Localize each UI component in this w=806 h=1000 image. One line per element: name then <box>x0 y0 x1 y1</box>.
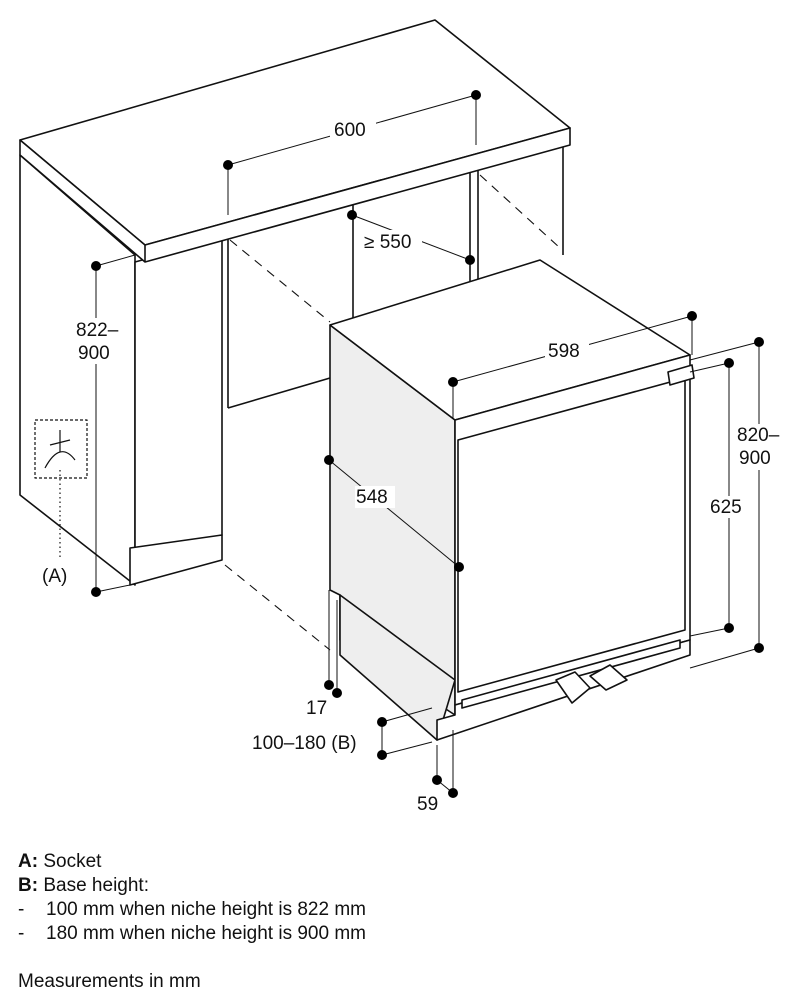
dimension-dots <box>91 90 764 798</box>
socket-icon <box>34 419 88 560</box>
installation-diagram: 600 ≥ 550 822– 900 (A) 598 548 820– 900 … <box>19 19 780 815</box>
niche-height-label: 822– <box>76 320 119 341</box>
guide-lines <box>224 174 561 651</box>
base-height-label: 100–180 (B) <box>252 733 357 754</box>
plinth-setback-label: 59 <box>417 794 438 815</box>
appliance-width-label: 598 <box>548 341 580 362</box>
appliance-depth-label: 548 <box>356 487 388 508</box>
legend-a: A: Socket <box>18 850 366 874</box>
countertop-width-label: 600 <box>334 120 366 141</box>
dimension-lines <box>95 94 760 794</box>
units-note: Measurements in mm <box>18 971 201 992</box>
legend-item: -100 mm when niche height is 822 mm <box>18 898 366 922</box>
legend-item-text: 100 mm when niche height is 822 mm <box>46 899 366 920</box>
socket-label: (A) <box>42 566 67 587</box>
appliance <box>329 259 695 741</box>
side-gap-label: 17 <box>306 698 327 719</box>
appliance-height-label-2: 900 <box>739 448 771 469</box>
door-height-label: 625 <box>710 497 742 518</box>
legend-a-key: A: <box>18 851 39 872</box>
legend-b-text: Base height: <box>43 875 149 896</box>
legend-a-text: Socket <box>43 851 102 872</box>
cabinet <box>19 19 571 586</box>
legend-b: B: Base height: <box>18 874 366 898</box>
legend-item: -180 mm when niche height is 900 mm <box>18 922 366 946</box>
airflow-in-arrow-icon <box>555 671 591 704</box>
bullet: - <box>18 923 25 944</box>
niche-depth-label: ≥ 550 <box>364 232 411 253</box>
legend-b-key: B: <box>18 875 39 896</box>
niche-height-label-2: 900 <box>78 343 110 364</box>
airflow-out-arrow-icon <box>589 664 628 691</box>
appliance-height-label: 820– <box>737 425 780 446</box>
bullet: - <box>18 899 25 920</box>
legend-item-text: 180 mm when niche height is 900 mm <box>46 923 366 944</box>
legend: A: Socket B: Base height: -100 mm when n… <box>18 850 366 994</box>
